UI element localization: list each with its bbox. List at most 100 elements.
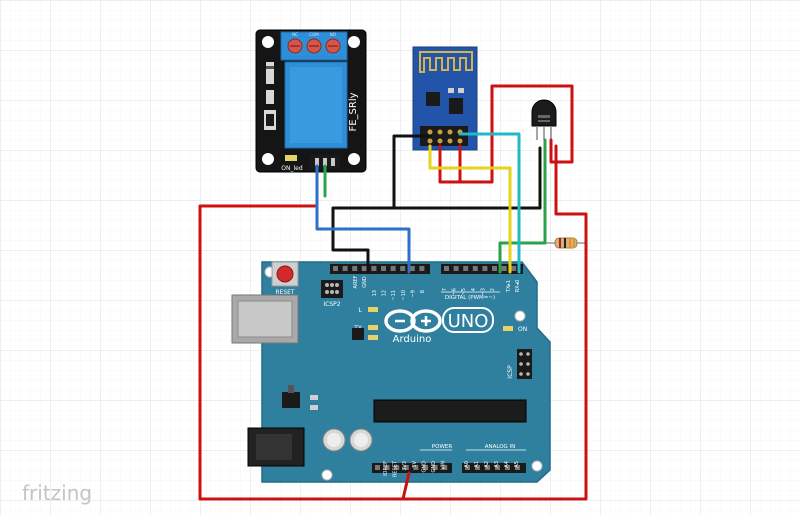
pin-label-rx: RX◂0: [515, 280, 521, 293]
pin-hole: [475, 465, 480, 470]
mounting-hole: [262, 36, 274, 48]
wire-red-esp-vcc[interactable]: [438, 84, 574, 184]
wire-blue-relay-signal[interactable]: [315, 164, 411, 274]
pin-hole: [375, 465, 380, 470]
pin-hole: [515, 465, 520, 470]
pin-hole: [419, 266, 425, 271]
pin-hole: [371, 266, 377, 271]
pin-hole: [413, 465, 419, 470]
pin-hole: [390, 266, 396, 271]
power-header: [372, 463, 452, 473]
relay-model-label: FE_SRly: [348, 92, 359, 131]
pullup-resistor[interactable]: [545, 237, 586, 249]
icsp-label: ICSP: [507, 365, 514, 379]
wire-cyan-rx[interactable]: [458, 132, 521, 274]
relay-module[interactable]: NC COM NO FE_SRly ON_led: [255, 29, 367, 173]
usb-port: [231, 294, 299, 344]
mounting-hole: [514, 310, 526, 322]
pin-label-tx: TX▸1: [506, 280, 512, 293]
pin-hole: [511, 266, 517, 271]
uno-text: UNO: [448, 311, 489, 332]
esp-chip: [426, 92, 440, 106]
temperature-sensor[interactable]: [531, 99, 557, 140]
pin-hole: [492, 266, 497, 271]
relay-terminal-block[interactable]: [280, 31, 348, 61]
pin-hole: [495, 465, 500, 470]
pin-hole: [361, 266, 367, 271]
arduino-brand: Arduino: [393, 334, 432, 345]
pin-label: A0: [464, 461, 470, 468]
capacitor-2: [349, 428, 373, 452]
mounting-hole: [321, 469, 333, 481]
dc-power-jack: [247, 427, 305, 467]
smd-component: [448, 88, 454, 93]
wire-black-gnd-esp[interactable]: [392, 134, 432, 210]
led-rx: [368, 335, 378, 340]
pcb-antenna: [419, 51, 473, 73]
pin-label: GND: [421, 461, 427, 473]
led-l: [368, 307, 378, 312]
led-on: [503, 326, 513, 331]
flash-chip: [449, 98, 463, 114]
pin-label: 3V3: [402, 461, 408, 471]
pin-label: 13: [372, 290, 378, 296]
smd-component: [310, 405, 318, 410]
pin-hole: [485, 465, 490, 470]
analog-header: [462, 463, 526, 473]
analog-pin-holes: [465, 465, 520, 470]
pin-hole: [432, 465, 438, 470]
pin-hole: [472, 266, 478, 271]
reset-button[interactable]: [271, 261, 299, 287]
relay-resistor: [266, 90, 274, 104]
pin-label: VIN: [441, 461, 447, 470]
icsp2-label: ICSP2: [323, 301, 340, 308]
wire-green-sensor-data[interactable]: [498, 138, 547, 274]
pin-hole: [482, 266, 488, 271]
led-on-label: ON: [518, 326, 527, 333]
pin-label: A1: [474, 461, 480, 468]
icsp-header: [517, 349, 532, 379]
power-pin-holes: [375, 465, 448, 470]
pin-label: ~10: [401, 290, 407, 301]
pin-hole: [444, 266, 449, 271]
reset-label: RESET: [275, 289, 295, 296]
smd-component: [458, 88, 464, 93]
esp-header-pins[interactable]: [420, 126, 468, 146]
pin-hole: [409, 266, 415, 271]
wire-yellow-tx[interactable]: [428, 144, 512, 274]
smd-component: [310, 395, 318, 400]
pin-hole: [384, 465, 390, 470]
arduino-infinity-logo: [384, 309, 442, 333]
pin-hole: [333, 266, 338, 271]
pin-hole: [505, 465, 510, 470]
pin-label: 2: [490, 288, 496, 291]
pin-hole: [400, 266, 406, 271]
pin-hole: [463, 266, 469, 271]
voltage-regulator: [282, 385, 300, 408]
relay-transistor: [264, 110, 276, 130]
mounting-hole: [348, 36, 360, 48]
pin-label: A3: [494, 461, 500, 468]
atmega-chip: [373, 399, 527, 423]
pin-label: A2: [484, 461, 490, 468]
analog-label: ANALOG IN: [485, 444, 516, 450]
pin-label: RESET: [393, 460, 399, 477]
relay-on-led: [285, 155, 297, 161]
pin-label: 7: [442, 288, 448, 291]
wire-red-5v-sensor[interactable]: [401, 144, 588, 501]
pin-hole: [403, 465, 409, 470]
pin-hole: [465, 465, 470, 470]
digital-header-low: [441, 264, 523, 274]
pin-label: 4: [471, 288, 477, 291]
capacitor-1: [322, 428, 346, 452]
pin-label: ~9: [410, 290, 416, 297]
pin-label-aref: AREF: [353, 275, 359, 288]
pin-hole: [453, 266, 459, 271]
pin-label: A4: [504, 461, 510, 468]
pin-hole: [394, 465, 400, 470]
